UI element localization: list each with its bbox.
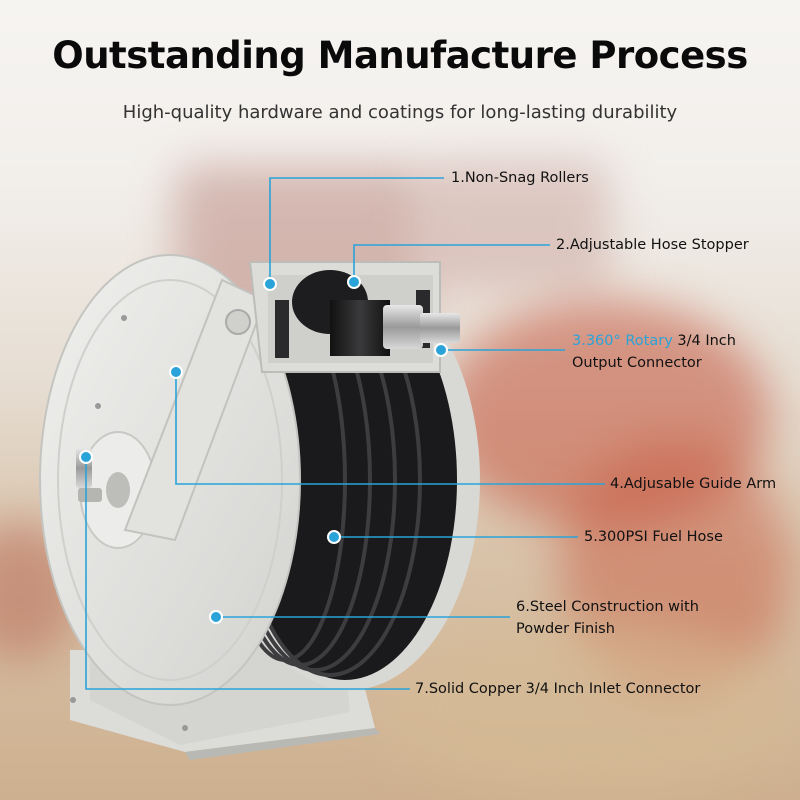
callout-rotary-line2: Output Connector (572, 355, 702, 371)
callout-non-snag-rollers: 1.Non-Snag Rollers (451, 170, 589, 186)
callout-guide-arm: 4.Adjusable Guide Arm (610, 476, 777, 492)
callout-steel-construction: 6.Steel Construction with Powder Finish (516, 596, 699, 640)
page-subtitle: High-quality hardware and coatings for l… (122, 102, 678, 123)
callout-inlet-connector: 7.Solid Copper 3/4 Inch Inlet Connector (415, 681, 701, 697)
callout-steel-line2: Powder Finish (516, 621, 615, 637)
callout-hose-stopper: 2.Adjustable Hose Stopper (556, 237, 749, 253)
callout-steel-line1: 6.Steel Construction with (516, 599, 699, 615)
callout-fuel-hose: 5.300PSI Fuel Hose (584, 529, 723, 545)
page-title: Outstanding Manufacture Process (52, 34, 748, 77)
callout-rotary-connector: 3.360° Rotary 3/4 Inch Output Connector (572, 330, 736, 374)
callout-rotary-accent: 3.360° Rotary (572, 333, 673, 349)
callout-rotary-rest: 3/4 Inch (672, 333, 736, 349)
